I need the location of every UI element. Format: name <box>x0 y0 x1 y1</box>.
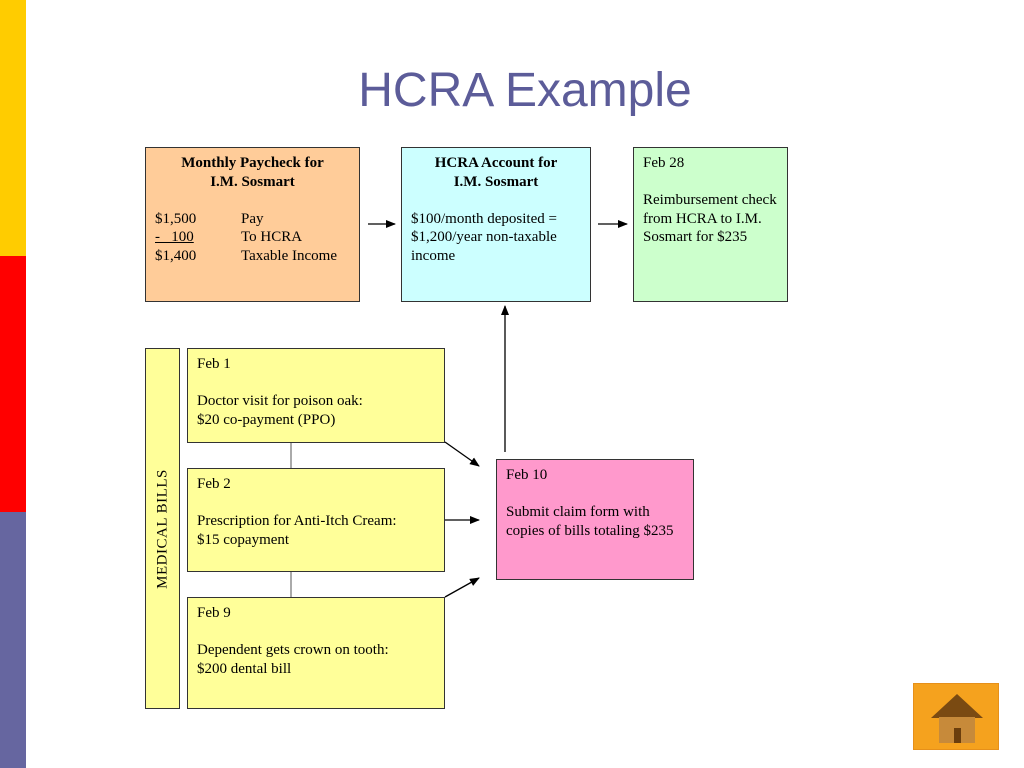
medical-bills-label-box: MEDICAL BILLS <box>145 348 180 709</box>
claim-box: Feb 10 Submit claim form with copies of … <box>496 459 694 580</box>
bill-line1: Doctor visit for poison oak: <box>197 393 363 409</box>
paycheck-row: $1,500 Pay <box>155 210 337 229</box>
bill-line2: $15 copayment <box>197 531 290 548</box>
bill-box-feb-1: Feb 1 Doctor visit for poison oak: $20 c… <box>187 348 445 443</box>
paycheck-heading-line2: I.M. Sosmart <box>210 173 295 190</box>
claim-date: Feb 10 <box>506 467 548 483</box>
paycheck-heading-line1: Monthly Paycheck for <box>181 155 324 171</box>
house-icon <box>931 694 983 743</box>
bill-date: Feb 9 <box>197 605 231 621</box>
bill-box-feb-9: Feb 9 Dependent gets crown on tooth: $20… <box>187 597 445 709</box>
home-button[interactable] <box>913 683 999 750</box>
paycheck-table: $1,500 Pay - 100 To HCRA $1,400 Taxable … <box>155 210 337 266</box>
slide-title: HCRA Example <box>358 64 692 117</box>
paycheck-row: $1,400 Taxable Income <box>155 247 337 266</box>
reimbursement-body: Reimbursement check from HCRA to I.M. So… <box>643 192 777 245</box>
bill-line2: $20 co-payment (PPO) <box>197 411 336 428</box>
reimbursement-box: Feb 28 Reimbursement check from HCRA to … <box>633 147 788 302</box>
reimbursement-date: Feb 28 <box>643 155 685 171</box>
arrow-bill3-to-claim <box>444 577 480 598</box>
paycheck-amount: - 100 <box>155 229 194 245</box>
paycheck-amount: $1,400 <box>155 247 197 264</box>
bill-date: Feb 2 <box>197 476 231 492</box>
accent-bar-red <box>0 256 26 512</box>
paycheck-label: Taxable Income <box>241 247 337 264</box>
bill-date: Feb 1 <box>197 356 231 372</box>
bill-line1: Dependent gets crown on tooth: <box>197 642 389 658</box>
paycheck-amount: $1,500 <box>155 210 197 227</box>
bill-line2: $200 dental bill <box>197 660 292 677</box>
accent-bar-yellow <box>0 0 26 256</box>
arrow-bill1-to-claim <box>444 441 480 467</box>
hcra-heading-line1: HCRA Account for <box>434 155 558 171</box>
hcra-body: $100/month deposited = $1,200/year non-t… <box>411 210 557 264</box>
paycheck-box: Monthly Paycheck for I.M. Sosmart $1,500… <box>145 147 360 302</box>
accent-bar-purple <box>0 512 26 768</box>
paycheck-label: Pay <box>241 210 264 227</box>
paycheck-label: To HCRA <box>241 229 303 245</box>
hcra-account-box: HCRA Account for I.M. Sosmart $100/month… <box>401 147 591 302</box>
bill-line1: Prescription for Anti-Itch Cream: <box>197 513 397 529</box>
claim-body: Submit claim form with copies of bills t… <box>506 504 674 539</box>
hcra-heading-line2: I.M. Sosmart <box>453 173 539 190</box>
paycheck-row: - 100 To HCRA <box>155 228 337 247</box>
bill-box-feb-2: Feb 2 Prescription for Anti-Itch Cream: … <box>187 468 445 572</box>
